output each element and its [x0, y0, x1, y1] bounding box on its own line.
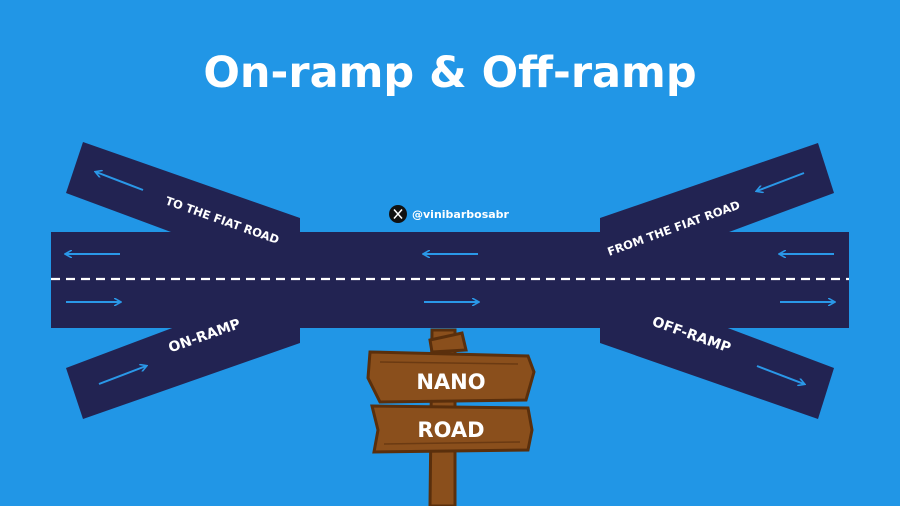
arrow-down-right-icon	[756, 365, 804, 384]
arrow-up-left-icon	[96, 172, 144, 191]
social-handle: @vinibarbosabr	[389, 205, 510, 223]
arrow-up-right-icon	[98, 366, 146, 385]
handle-text: @vinibarbosabr	[412, 208, 510, 221]
page-title: On-ramp & Off-ramp	[203, 48, 697, 98]
sign-line-1: NANO	[416, 370, 485, 394]
sign-line-2: ROAD	[417, 418, 484, 442]
nano-road-signpost: NANO ROAD	[366, 328, 536, 506]
arrow-down-left-icon	[757, 172, 805, 191]
